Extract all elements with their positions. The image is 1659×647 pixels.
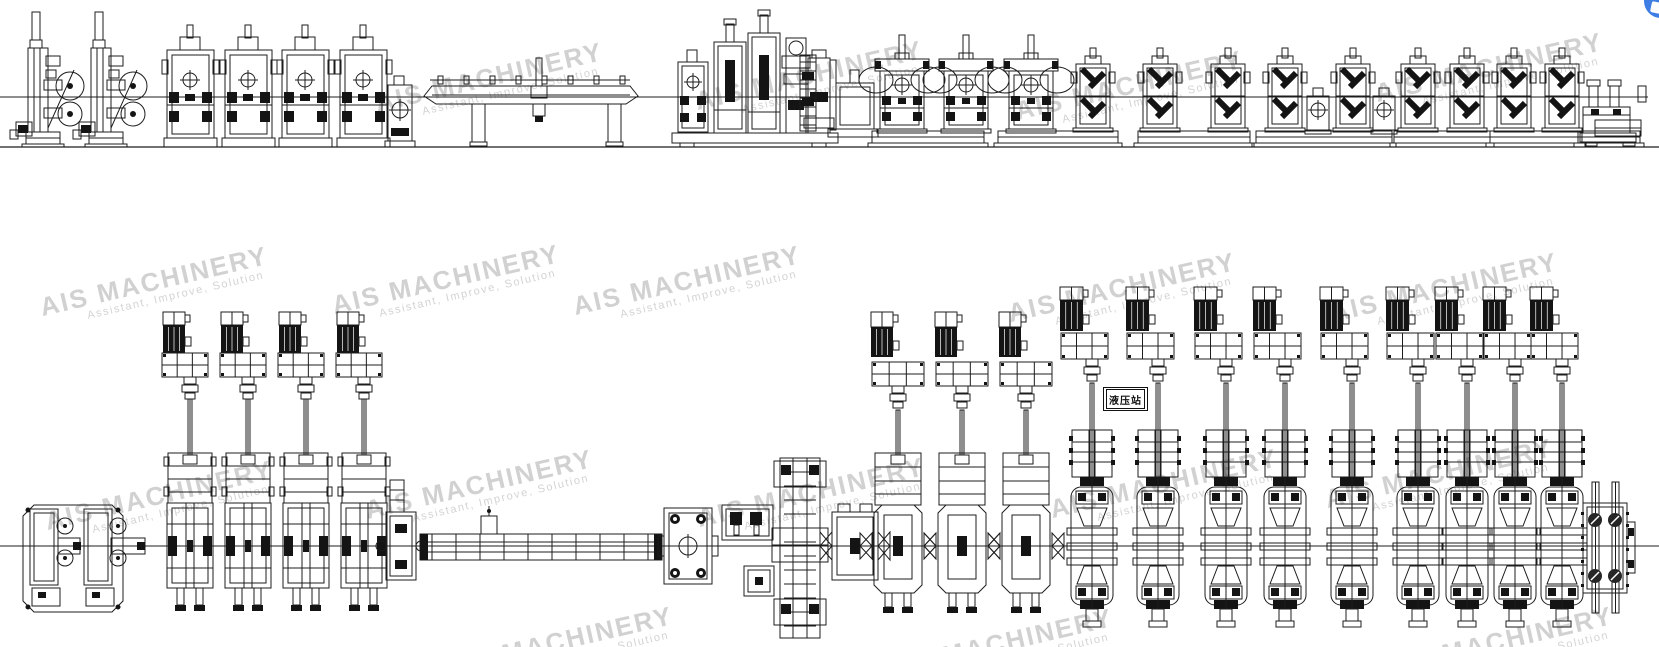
roll-stand-plan-B xyxy=(987,452,1065,613)
tube-mill-line-plan-view xyxy=(0,286,1659,639)
control-box-plan xyxy=(721,504,775,597)
pinch-roll xyxy=(384,75,416,148)
pinch-plan xyxy=(375,479,427,581)
table-plan xyxy=(419,506,663,561)
roll-stand-plan-C xyxy=(1132,429,1184,628)
entry-guide-plan xyxy=(819,503,891,581)
drive-unit-small xyxy=(219,311,267,456)
uncoiler xyxy=(72,11,148,148)
shear-plan xyxy=(657,507,719,585)
base-slab xyxy=(1251,130,1397,148)
drive-unit-big xyxy=(1125,286,1175,483)
breakdown-stand xyxy=(858,34,946,134)
roll-stand-plan-C xyxy=(1536,429,1588,628)
sizing-stand xyxy=(1444,47,1490,133)
breakdown-stand xyxy=(987,34,1075,134)
base-slab xyxy=(1485,130,1587,148)
sizing-stand xyxy=(1330,47,1376,133)
roll-stand-plan-A xyxy=(163,452,217,611)
shear-welder-group xyxy=(671,9,839,148)
drive-unit-big xyxy=(1193,286,1243,483)
drive-unit-small xyxy=(161,311,209,456)
roll-stand-plan-C xyxy=(1326,429,1378,628)
turks-head xyxy=(1370,87,1398,135)
drive-unit-mid xyxy=(934,311,989,456)
drive-unit-big xyxy=(1385,286,1435,483)
drive-unit-big xyxy=(1482,286,1532,483)
drive-unit-small xyxy=(335,311,383,456)
chat-icon xyxy=(1649,1,1659,14)
roll-stand-plan-A xyxy=(279,452,333,611)
roll-stand-plan-C xyxy=(1066,429,1118,628)
sizing-stand xyxy=(1539,47,1585,133)
base-slab xyxy=(1389,130,1495,148)
roll-stand-plan-C xyxy=(1259,429,1311,628)
breakdown-stand xyxy=(922,34,1010,134)
roll-stand-plan-C xyxy=(1489,429,1541,628)
sizing-stand xyxy=(1395,47,1441,133)
roll-stand-plan-A xyxy=(221,452,275,611)
drive-unit-small xyxy=(277,311,325,456)
fin-pass-stand xyxy=(1205,47,1251,133)
roll-stand-plan-C xyxy=(1392,429,1444,628)
base-slab xyxy=(993,130,1123,148)
leveller-stand xyxy=(276,24,335,148)
leveller-stand xyxy=(161,24,220,148)
base-slab xyxy=(1573,130,1645,148)
sizing-stand xyxy=(1262,47,1308,133)
hydraulic-station-label: 液压站 xyxy=(1103,387,1148,411)
sizing-stand xyxy=(1491,47,1537,133)
cutoff-saw xyxy=(1579,79,1647,147)
drive-unit-big xyxy=(1529,286,1579,483)
strip-prep-table xyxy=(423,57,639,147)
hydraulic-station-text: 液压站 xyxy=(1106,389,1145,409)
leveller-stand xyxy=(334,24,393,148)
roll-stand-plan-B xyxy=(859,452,937,613)
drive-unit-big xyxy=(1319,286,1369,483)
turks-head xyxy=(1304,87,1332,135)
looper-plan xyxy=(771,457,829,639)
leveller-stand xyxy=(219,24,278,148)
roll-stand-plan-C xyxy=(1200,429,1252,628)
uncoiler-plan xyxy=(22,504,146,613)
roll-stand-plan-A xyxy=(337,452,391,611)
drive-unit-big xyxy=(1434,286,1484,483)
base-slab xyxy=(1133,130,1255,148)
drive-unit-mid xyxy=(870,311,925,456)
tube-mill-line-side-elevation xyxy=(0,9,1659,148)
drive-unit-big xyxy=(1252,286,1302,483)
uncoiler xyxy=(9,11,85,148)
drive-unit-big xyxy=(1059,286,1109,483)
straightener-plan xyxy=(1581,481,1636,614)
drive-unit-mid xyxy=(998,311,1053,456)
roll-stand-plan-C xyxy=(1441,429,1493,628)
roll-stand-plan-B xyxy=(923,452,1001,613)
fin-pass-stand xyxy=(1137,47,1183,133)
fin-pass-stand xyxy=(1070,47,1116,133)
